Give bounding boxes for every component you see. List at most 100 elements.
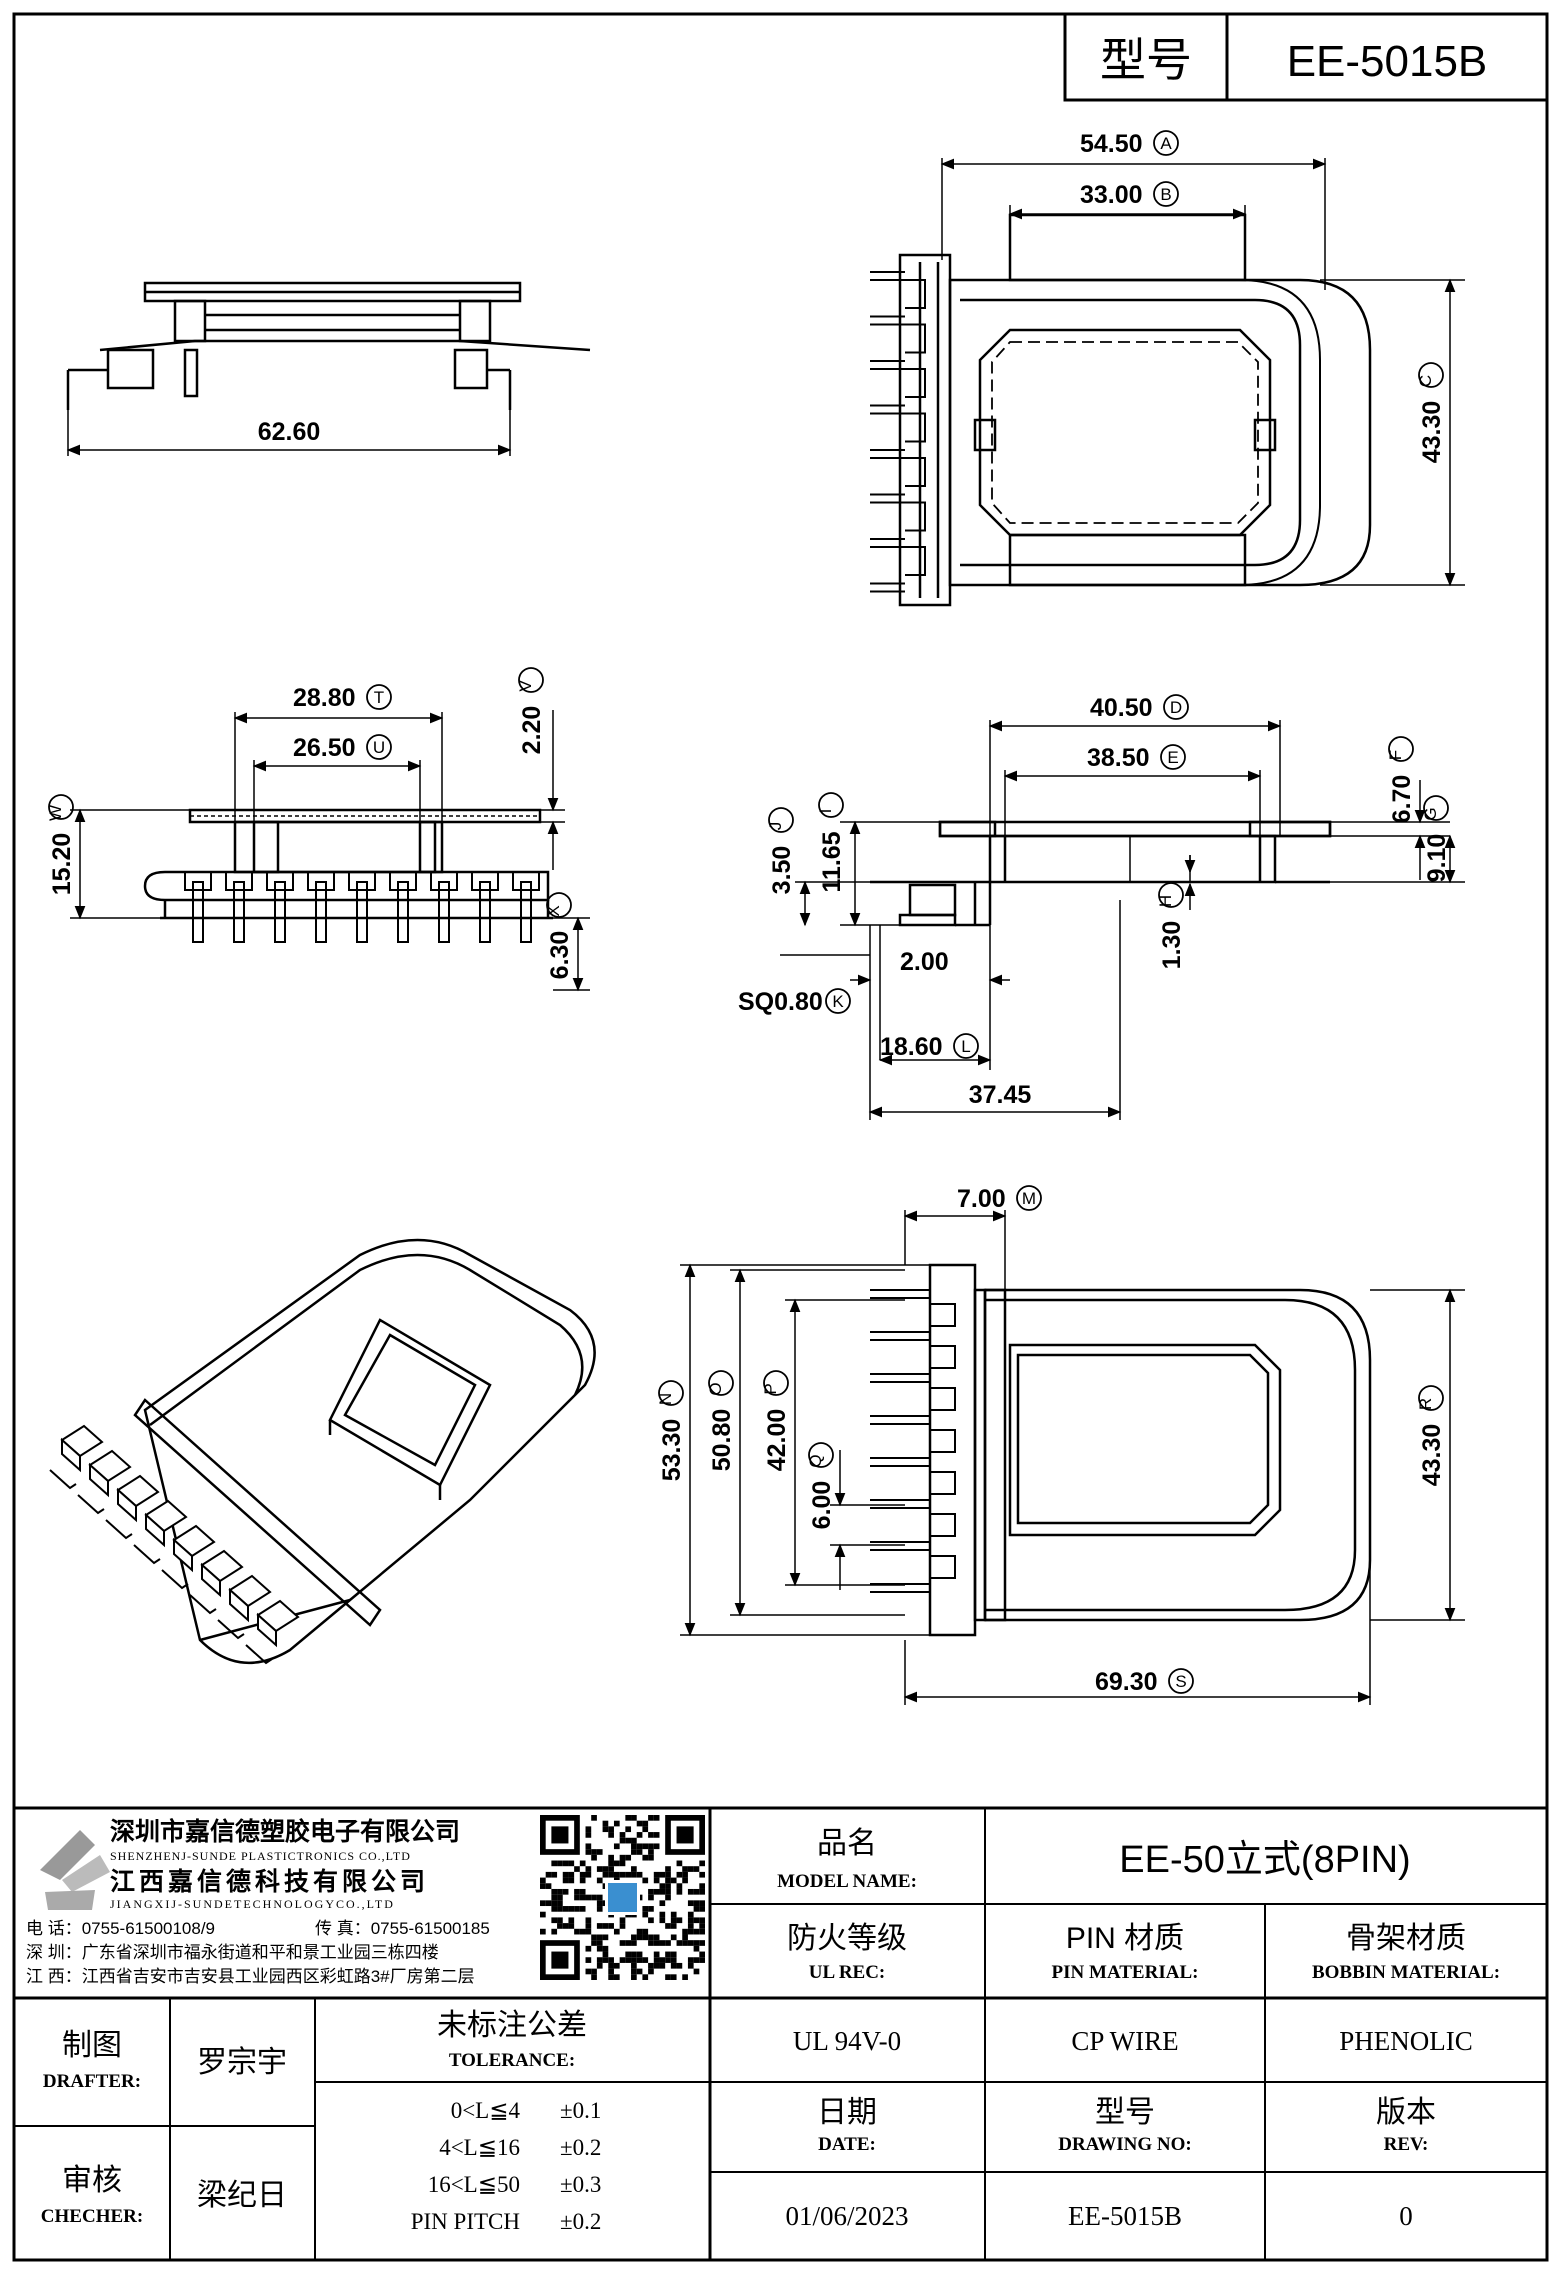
qr-module bbox=[574, 1866, 580, 1872]
qr-module bbox=[557, 1860, 563, 1867]
qr-module bbox=[596, 1934, 603, 1941]
tolerance-range: PIN PITCH bbox=[411, 2209, 520, 2234]
view-plan-bottom-right bbox=[928, 1263, 1372, 1637]
dim-letter: R bbox=[1416, 1398, 1435, 1410]
dim-circle bbox=[808, 1442, 834, 1468]
qr-module bbox=[659, 1940, 666, 1946]
pin-slot bbox=[930, 1513, 956, 1537]
qr-module bbox=[699, 1928, 705, 1935]
pin bbox=[870, 538, 905, 548]
qr-module bbox=[670, 1934, 677, 1941]
qr-module bbox=[670, 1877, 677, 1884]
drawing-no-value: EE-5015B bbox=[1068, 2201, 1182, 2231]
qr-module bbox=[648, 1894, 654, 1901]
pin-material-zh: PIN 材质 bbox=[1066, 1922, 1184, 1955]
dim-label-j: 3.50J bbox=[766, 807, 796, 895]
dim-letter: L bbox=[961, 1037, 970, 1056]
dim-letter: I bbox=[816, 809, 835, 814]
qr-module bbox=[557, 1906, 563, 1912]
qr-module bbox=[591, 1934, 597, 1941]
pin bbox=[438, 881, 450, 943]
drawing-no-en: DRAWING NO: bbox=[1058, 2134, 1192, 2155]
ul-value: UL 94V-0 bbox=[793, 2026, 901, 2056]
sheet-border bbox=[12, 12, 1549, 2262]
qr-module bbox=[682, 1940, 688, 1946]
iso-pin-lead bbox=[49, 1469, 77, 1490]
company-name-jx: 江西嘉信德科技有限公司 bbox=[110, 1867, 429, 1896]
view-isometric bbox=[133, 1238, 596, 1665]
qr-module bbox=[619, 1854, 626, 1861]
bobbin-material-value: PHENOLIC bbox=[1339, 2026, 1473, 2056]
qr-module bbox=[693, 1900, 700, 1907]
qr-module bbox=[608, 1871, 614, 1878]
qr-module bbox=[676, 1860, 683, 1867]
qr-module bbox=[591, 1849, 597, 1855]
drafter-zh: 制图 bbox=[62, 2029, 122, 2062]
dim-37-45: 37.45 bbox=[969, 1081, 1032, 1109]
dim-letter: P bbox=[761, 1383, 780, 1394]
qr-module bbox=[602, 1934, 609, 1941]
rev-value: 0 bbox=[1399, 2201, 1413, 2231]
dim-letter: U bbox=[373, 738, 385, 757]
qr-module bbox=[551, 1894, 558, 1901]
qr-module bbox=[665, 1871, 671, 1878]
dim-value: 3.50 bbox=[768, 846, 796, 895]
qr-module bbox=[665, 1951, 671, 1958]
iso-pin-block-side bbox=[61, 1437, 81, 1473]
model-name-value: EE-50立式(8PIN) bbox=[1119, 1839, 1410, 1881]
qr-module bbox=[545, 1883, 552, 1889]
qr-module bbox=[699, 1923, 705, 1929]
qr-module bbox=[670, 1917, 677, 1924]
dim-letter: O bbox=[706, 1382, 725, 1395]
qr-module bbox=[608, 1962, 614, 1969]
qr-module bbox=[557, 1888, 563, 1895]
qr-module bbox=[648, 1815, 654, 1821]
qr-module bbox=[568, 1906, 575, 1912]
dim-circle bbox=[1016, 1185, 1042, 1211]
pin-post bbox=[430, 871, 458, 891]
qr-module bbox=[579, 1906, 586, 1912]
pin bbox=[233, 881, 245, 943]
iso-pin-block-side bbox=[173, 1537, 193, 1573]
qr-module bbox=[687, 1900, 694, 1907]
qr-module bbox=[699, 1860, 705, 1867]
qr-module bbox=[693, 1866, 700, 1872]
qr-module bbox=[676, 1883, 683, 1889]
qr-module bbox=[670, 1962, 677, 1969]
qr-module bbox=[648, 1968, 654, 1975]
qr-module bbox=[585, 1866, 592, 1872]
qr-module bbox=[659, 1888, 666, 1895]
qr-module bbox=[631, 1843, 637, 1850]
qr-module bbox=[585, 1917, 592, 1924]
qr-module bbox=[642, 1820, 649, 1827]
pin bbox=[315, 881, 327, 943]
qr-module bbox=[665, 1877, 671, 1884]
dim-label-h: 1.30H bbox=[1156, 882, 1186, 969]
title-block-grid bbox=[14, 1806, 1547, 2260]
dim-label-w: 15.20W bbox=[46, 794, 76, 895]
qr-module bbox=[579, 1860, 586, 1867]
iso-pin-block-side bbox=[257, 1612, 277, 1648]
front-pins bbox=[184, 871, 540, 943]
qr-module bbox=[682, 1928, 688, 1935]
qr-module bbox=[665, 1974, 671, 1980]
checker-value: 梁纪日 bbox=[197, 2179, 287, 2212]
qr-module bbox=[648, 1906, 654, 1912]
qr-module bbox=[699, 1957, 705, 1963]
pin bbox=[870, 315, 905, 326]
company-logo bbox=[40, 1830, 110, 1910]
dim-circle bbox=[546, 892, 572, 918]
dim-value: SQ0.80 bbox=[738, 988, 823, 1016]
qr-module bbox=[699, 1940, 705, 1946]
dim-value: 43.30 bbox=[1418, 1424, 1446, 1487]
dim-circle bbox=[1163, 694, 1189, 720]
header-label: 型号 bbox=[1100, 34, 1192, 86]
qr-module bbox=[665, 1940, 671, 1946]
qr-module bbox=[636, 1871, 643, 1878]
qr-module bbox=[579, 1888, 586, 1895]
pin-slot bbox=[905, 412, 926, 443]
